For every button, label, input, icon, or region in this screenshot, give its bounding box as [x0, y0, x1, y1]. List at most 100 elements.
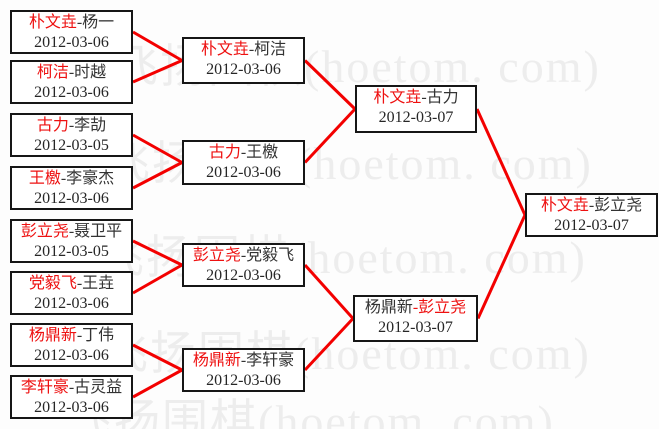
connector-line	[132, 263, 183, 295]
players-separator: -	[588, 197, 595, 214]
connector-line	[476, 214, 527, 320]
match-date: 2012-03-06	[34, 399, 109, 416]
player2-name: 古力	[426, 89, 459, 106]
match-players: 杨鼎新-李轩豪	[184, 351, 303, 371]
player1-name: 彭立尧	[192, 247, 241, 264]
players-separator: -	[60, 170, 67, 187]
player2-name: 党毅飞	[246, 247, 295, 264]
match-players: 古力-王檄	[184, 143, 303, 163]
watermark-text: 飞扬围棋(hoetom. com)	[98, 232, 587, 283]
match-date: 2012-03-06	[206, 164, 281, 181]
match-box: 彭立尧-聂卫平 2012-03-05	[10, 219, 133, 263]
player1-name: 古力	[36, 117, 69, 134]
match-date: 2012-03-06	[34, 84, 109, 101]
player1-name: 王檄	[28, 170, 61, 187]
connector-line	[303, 107, 357, 164]
player1-name: 党毅飞	[28, 275, 77, 292]
match-players: 王檄-李豪杰	[12, 169, 131, 189]
players-separator: -	[412, 299, 419, 316]
match-players: 彭立尧-党毅飞	[184, 246, 303, 266]
match-players: 杨鼎新-彭立尧	[355, 298, 476, 318]
match-players: 朴文垚-柯洁	[184, 40, 303, 60]
match-players: 朴文垚-杨一	[12, 13, 131, 33]
connector-line	[132, 30, 183, 62]
player2-name: 李轩豪	[246, 352, 295, 369]
match-date: 2012-03-06	[34, 295, 109, 312]
match-date: 2012-03-06	[206, 267, 281, 284]
match-players: 朴文垚-彭立尧	[527, 196, 656, 216]
player1-name: 彭立尧	[20, 223, 69, 240]
match-date: 2012-03-07	[378, 109, 454, 126]
players-separator: -	[421, 89, 427, 106]
match-date: 2012-03-07	[378, 319, 453, 336]
players-separator: -	[76, 275, 83, 292]
players-separator: -	[68, 223, 75, 240]
player2-name: 李劼	[74, 117, 107, 134]
player2-name: 柯洁	[254, 41, 287, 58]
player1-name: 朴文垚	[373, 89, 422, 106]
connector-line	[132, 59, 183, 84]
players-separator: -	[240, 247, 247, 264]
connector-line	[132, 161, 183, 190]
watermark-text: 飞扬围棋(hoetom. com)	[66, 396, 555, 429]
player1-name: 朴文垚	[540, 197, 589, 214]
match-date: 2012-03-06	[206, 61, 281, 78]
player2-name: 杨一	[82, 14, 115, 31]
players-separator: -	[68, 64, 75, 81]
match-players: 杨鼎新-丁伟	[12, 326, 131, 346]
player2-name: 王檄	[246, 144, 279, 161]
match-date: 2012-03-06	[206, 372, 281, 389]
connector-line	[303, 59, 357, 111]
player2-name: 王垚	[82, 275, 115, 292]
player2-name: 时越	[74, 64, 107, 81]
connector-line	[132, 343, 183, 372]
match-players: 柯洁-时越	[12, 63, 131, 83]
player1-name: 杨鼎新	[364, 299, 413, 316]
match-players: 朴文垚-古力	[357, 88, 475, 108]
player1-name: 古力	[208, 144, 241, 161]
match-players: 党毅飞-王垚	[12, 274, 131, 294]
player2-name: 李豪杰	[66, 170, 115, 187]
player1-name: 杨鼎新	[28, 327, 77, 344]
player1-name: 朴文垚	[28, 14, 77, 31]
players-separator: -	[240, 144, 247, 161]
players-separator: -	[68, 379, 75, 396]
players-separator: -	[76, 14, 83, 31]
players-separator: -	[248, 41, 255, 58]
match-date: 2012-03-06	[34, 34, 109, 51]
match-date: 2012-03-05	[34, 137, 109, 154]
player1-name: 柯洁	[36, 64, 69, 81]
player1-name: 杨鼎新	[192, 352, 241, 369]
connector-line	[132, 133, 183, 164]
match-date: 2012-03-06	[34, 190, 109, 207]
player1-name: 李轩豪	[20, 379, 69, 396]
player2-name: 彭立尧	[418, 299, 467, 316]
connector-line	[132, 239, 183, 267]
player2-name: 彭立尧	[594, 197, 643, 214]
match-date: 2012-03-07	[554, 217, 629, 234]
players-separator: -	[76, 327, 83, 344]
match-date: 2012-03-06	[34, 347, 109, 364]
player2-name: 古灵益	[74, 379, 123, 396]
player2-name: 丁伟	[82, 327, 115, 344]
player2-name: 聂卫平	[74, 223, 123, 240]
match-date: 2012-03-05	[34, 243, 109, 260]
player1-name: 朴文垚	[200, 41, 249, 58]
connector-line	[303, 317, 355, 372]
connector-line	[132, 368, 183, 399]
match-players: 李轩豪-古灵益	[12, 378, 131, 398]
match-players: 古力-李劼	[12, 116, 131, 136]
